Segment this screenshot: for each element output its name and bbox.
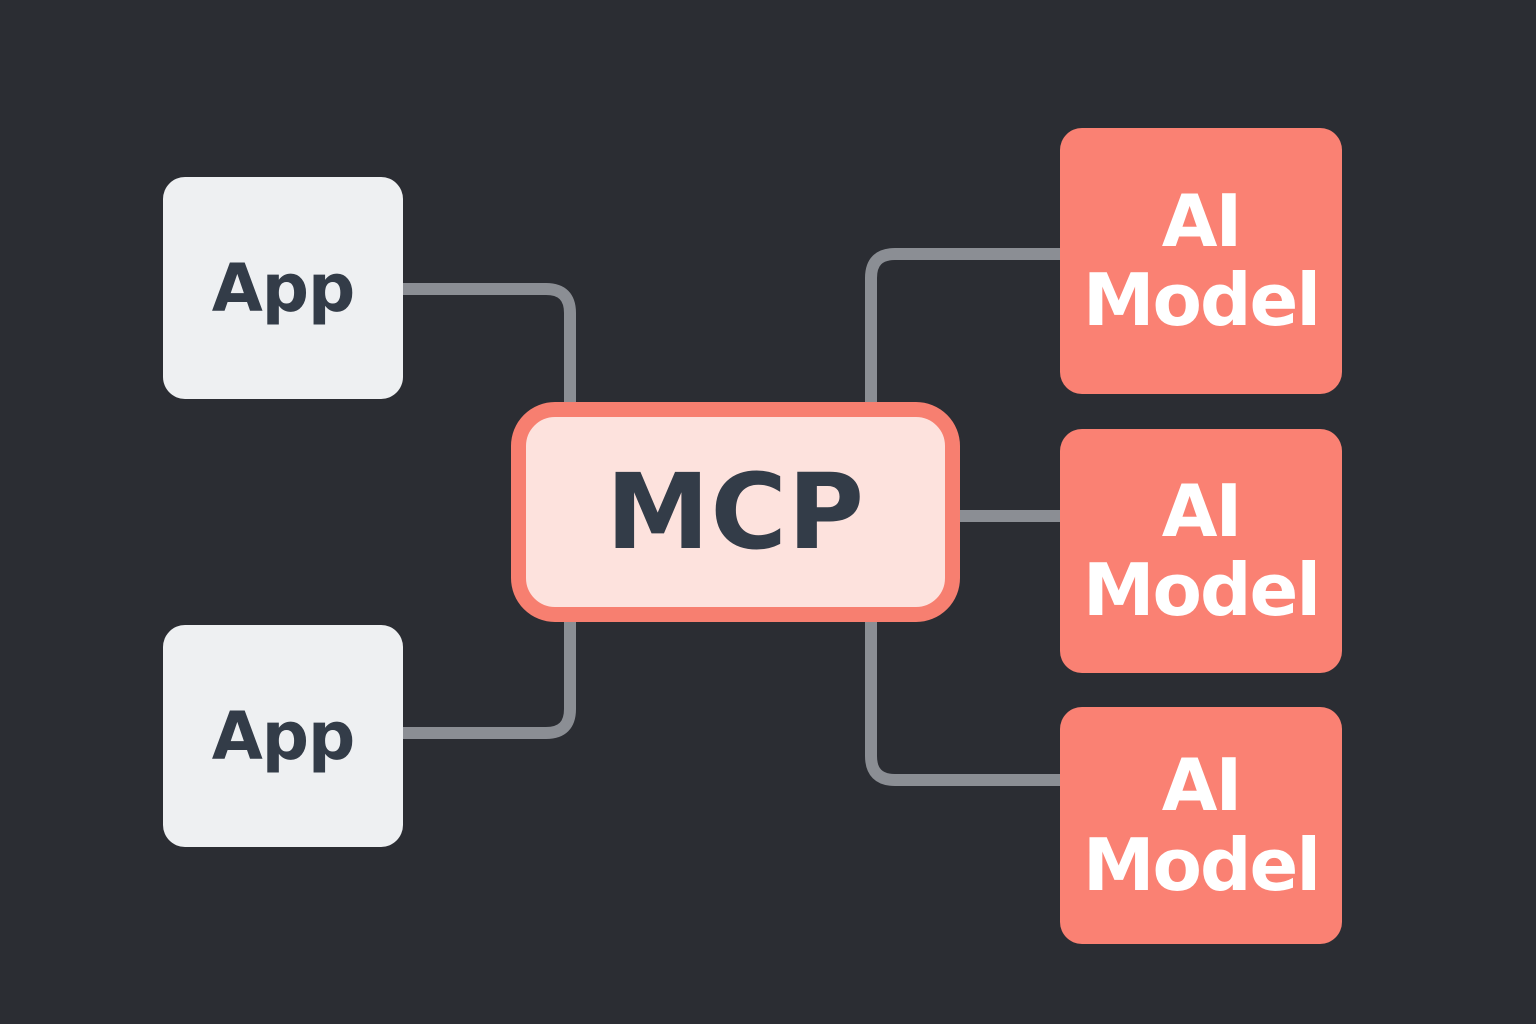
- connector-mcp-to-model-1: [865, 248, 1062, 404]
- connector-app-2-to-mcp: [403, 621, 576, 739]
- ai-model-label-line1: AI: [1161, 743, 1243, 828]
- connector-mcp-to-model-3: [865, 621, 1062, 786]
- ai-model-node: AI Model: [1060, 429, 1342, 673]
- ai-model-label-line2: Model: [1082, 822, 1321, 907]
- app-node: App: [163, 625, 403, 847]
- ai-model-node: AI Model: [1060, 128, 1342, 394]
- app-label: App: [211, 249, 356, 327]
- ai-model-label-line2: Model: [1082, 258, 1321, 342]
- mcp-label: MCP: [605, 451, 866, 573]
- mcp-hub-node: MCP: [511, 402, 960, 622]
- app-node: App: [163, 177, 403, 399]
- ai-model-label-line1: AI: [1161, 468, 1243, 553]
- connector-app-1-to-mcp: [403, 283, 576, 404]
- app-label: App: [211, 697, 356, 775]
- ai-model-label-line1: AI: [1161, 178, 1243, 263]
- ai-model-node: AI Model: [1060, 707, 1342, 944]
- ai-model-label-line2: Model: [1082, 548, 1321, 632]
